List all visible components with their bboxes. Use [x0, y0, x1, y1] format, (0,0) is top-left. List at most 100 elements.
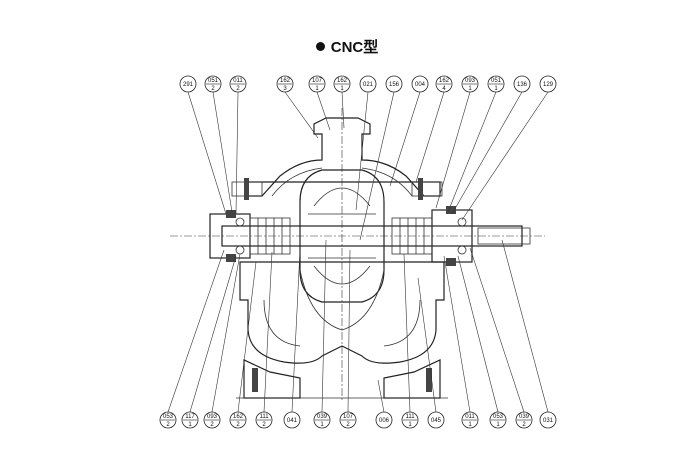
callout-code: 031	[543, 418, 554, 424]
callout-code: 045	[431, 418, 442, 424]
callout-qty: 2	[210, 422, 214, 428]
bottom-callout: 045	[427, 411, 445, 429]
callout-code: 039	[317, 414, 328, 420]
top-callout: 291	[179, 75, 197, 93]
right-foot	[383, 359, 441, 399]
upper-casing	[244, 117, 441, 197]
callout-code: 011	[465, 414, 475, 420]
callout-code: 041	[287, 418, 298, 424]
callout-qty: 2	[236, 422, 240, 428]
top-callout: 156	[385, 75, 403, 93]
callout-circle	[375, 411, 393, 429]
lower-casing	[239, 261, 445, 364]
top-callout: 129	[539, 75, 557, 93]
callout-qty: 1	[315, 86, 319, 92]
callout-code: 053	[493, 414, 504, 420]
left-foot	[243, 359, 301, 399]
shaft	[221, 225, 523, 247]
callout-code: 162	[439, 78, 450, 84]
callout-circle	[539, 75, 557, 93]
callout-code: 136	[517, 82, 528, 88]
bottom-callouts: 0532117109321622111204103911072006111104…	[159, 411, 557, 429]
callout-circle	[427, 411, 445, 429]
callout-code: 291	[183, 82, 194, 88]
callout-qty: 2	[236, 86, 240, 92]
callout-qty: 4	[442, 86, 446, 92]
top-leaders	[187, 91, 549, 241]
callout-code: 111	[259, 414, 269, 420]
callout-qty: 2	[211, 86, 215, 92]
callout-code: 107	[312, 78, 323, 84]
callout-code: 117	[185, 414, 195, 420]
callout-code: 107	[343, 414, 354, 420]
callout-qty: 1	[320, 422, 324, 428]
callout-code: 004	[415, 82, 426, 88]
callout-circle	[411, 75, 429, 93]
callout-circle	[539, 411, 557, 429]
callout-qty: 3	[283, 86, 287, 92]
top-callout: 004	[411, 75, 429, 93]
callout-code: 129	[543, 82, 554, 88]
callout-code: 111	[405, 414, 415, 420]
diagram-title: CNC型	[0, 36, 694, 57]
bullet-icon	[315, 42, 325, 51]
bottom-leaders	[167, 239, 549, 413]
callout-qty: 1	[496, 422, 500, 428]
top-callout: 021	[359, 75, 377, 93]
callout-circle	[359, 75, 377, 93]
bottom-callout: 031	[539, 411, 557, 429]
callout-qty: 2	[522, 422, 526, 428]
callout-code: 053	[163, 414, 174, 420]
callout-code: 156	[389, 82, 400, 88]
callout-circle	[513, 75, 531, 93]
left-stuffing-box	[249, 217, 291, 255]
title-text: CNC型	[330, 39, 379, 56]
callout-code: 162	[337, 78, 348, 84]
callout-code: 051	[208, 78, 219, 84]
callout-circle	[283, 411, 301, 429]
callout-code: 006	[379, 418, 390, 424]
shaft-coupling-end	[477, 227, 531, 245]
top-callout: 136	[513, 75, 531, 93]
callout-qty: 1	[468, 86, 472, 92]
callout-qty: 1	[468, 422, 472, 428]
bottom-callout: 041	[283, 411, 301, 429]
callout-qty: 2	[166, 422, 170, 428]
callout-qty: 1	[340, 86, 344, 92]
callout-qty: 1	[408, 422, 412, 428]
callout-qty: 1	[188, 422, 192, 428]
callout-code: 051	[491, 78, 502, 84]
upper-flange-right	[411, 181, 443, 197]
callout-code: 093	[465, 78, 476, 84]
callout-qty: 2	[262, 422, 266, 428]
callout-qty: 1	[494, 86, 498, 92]
callout-code: 021	[363, 82, 374, 88]
callout-code: 011	[233, 78, 243, 84]
callout-circle	[179, 75, 197, 93]
callout-qty: 2	[346, 422, 350, 428]
bottom-callout: 006	[375, 411, 393, 429]
callout-code: 093	[207, 414, 218, 420]
callout-code: 162	[233, 414, 244, 420]
callout-circle	[385, 75, 403, 93]
